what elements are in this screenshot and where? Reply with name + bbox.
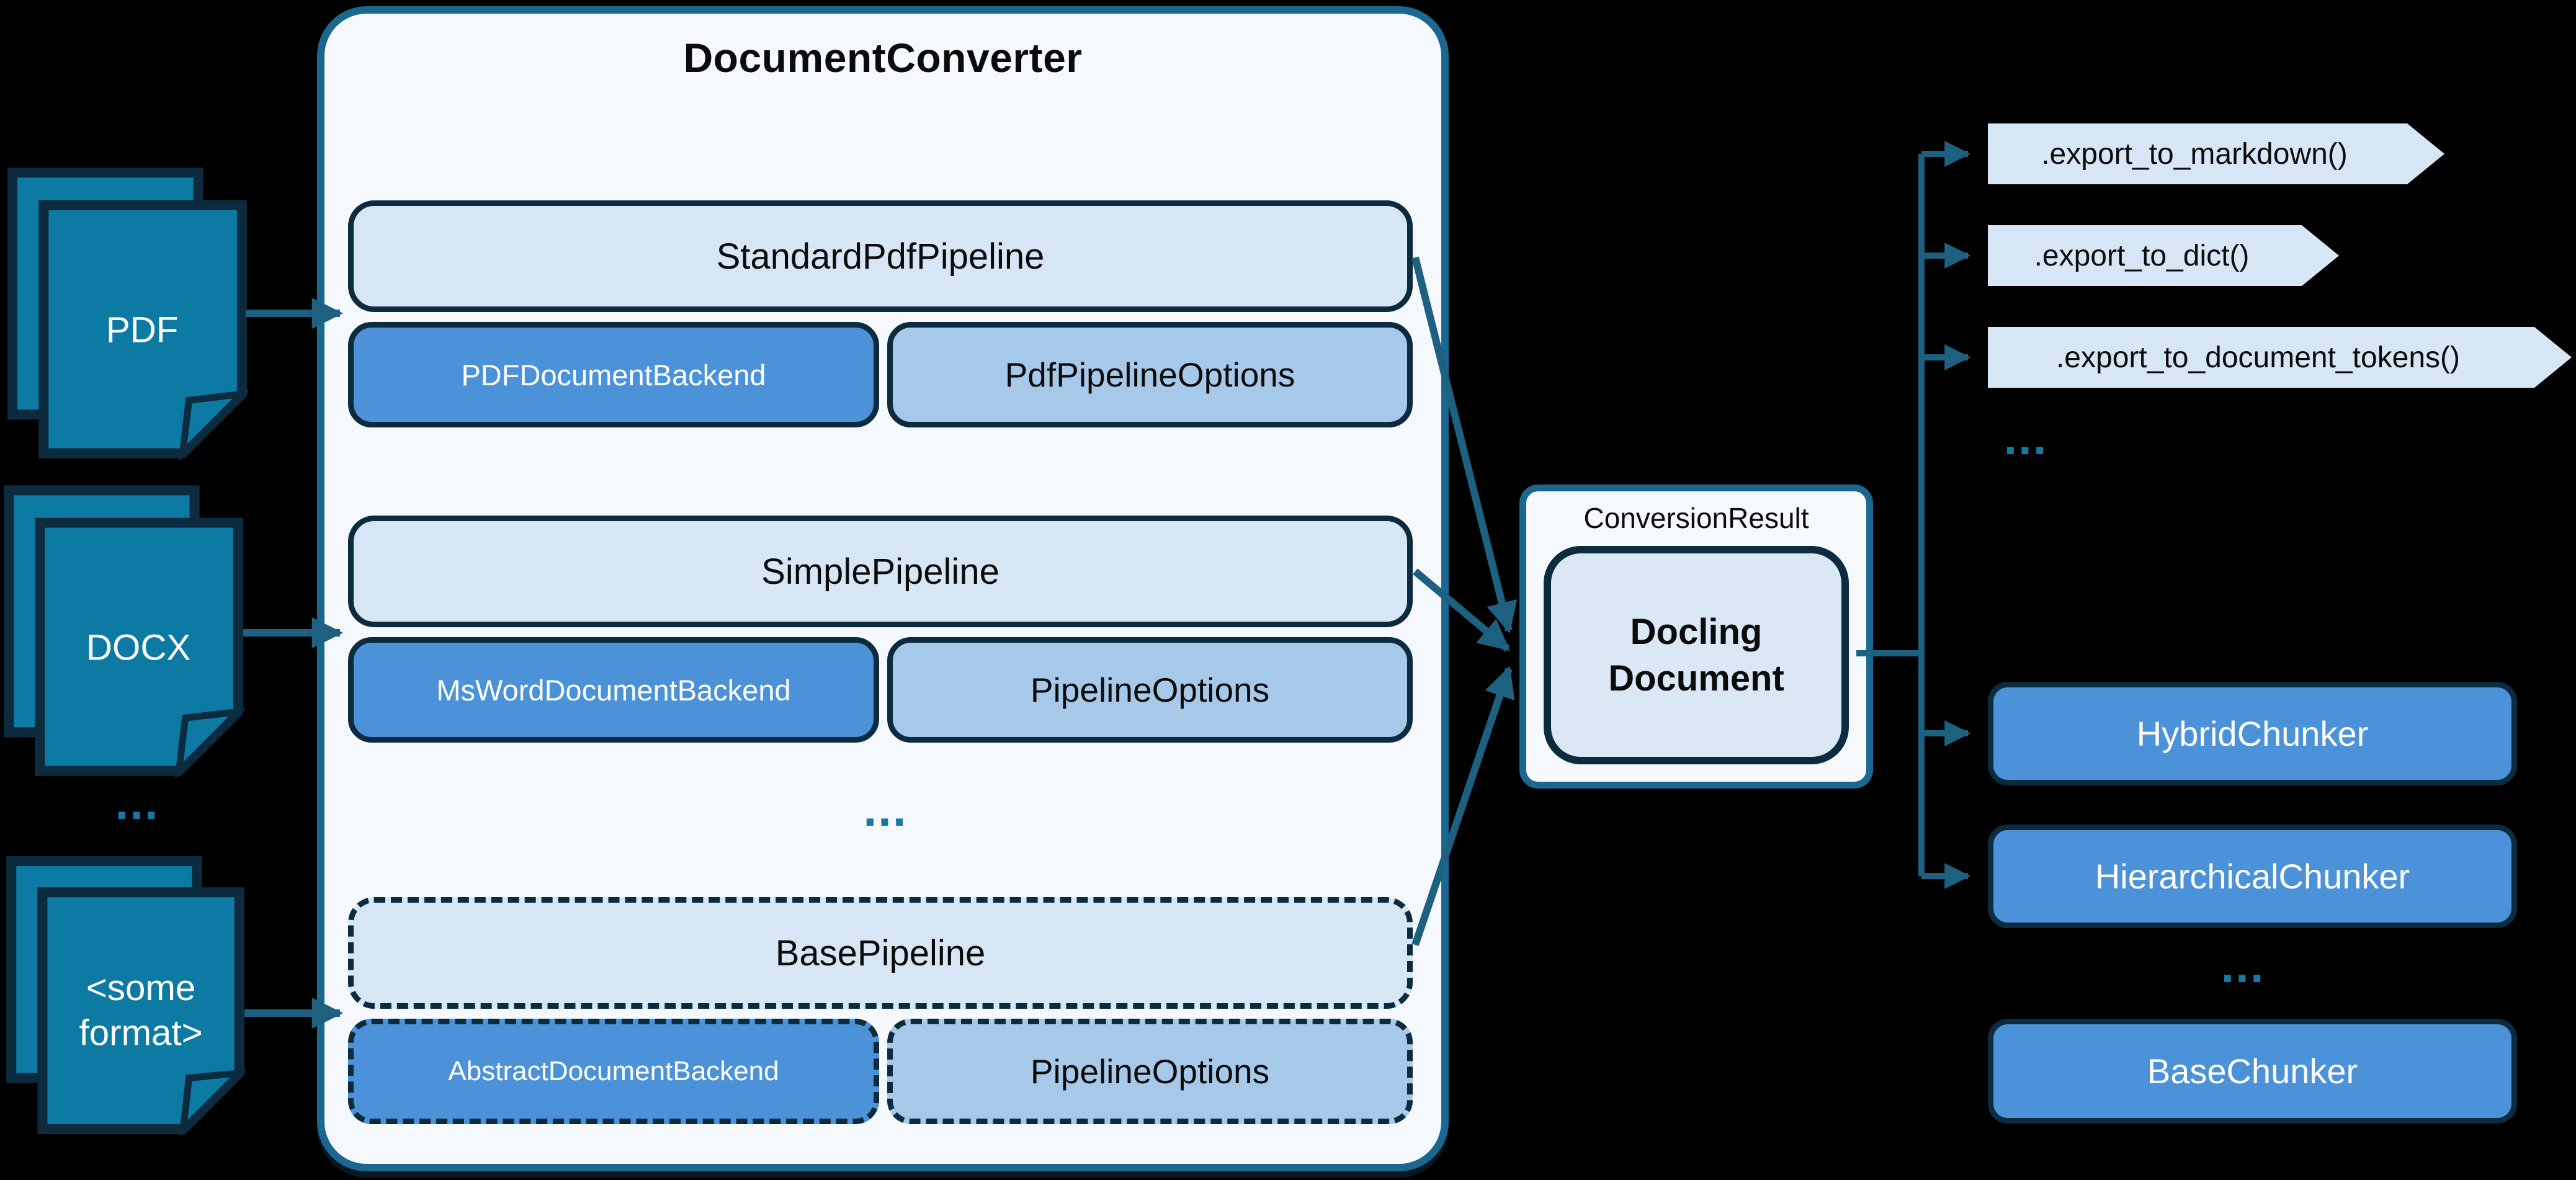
msword-document-backend-box: MsWordDocumentBackend (348, 637, 879, 743)
base-chunker-box: BaseChunker (1988, 1019, 2517, 1124)
base-pipeline-box: BasePipeline (348, 897, 1413, 1009)
hybrid-chunker-box: HybridChunker (1988, 682, 2517, 785)
pdf-fold-corner (178, 390, 248, 460)
docx-document-icon: DOCX (4, 485, 244, 777)
docx-label: DOCX (86, 628, 190, 668)
some-format-label-line1: <some (86, 968, 195, 1008)
some-format-label-line2: format> (79, 1012, 203, 1053)
conversion-result-box: ConversionResult Docling Document (1519, 485, 1873, 789)
docling-document-box: Docling Document (1544, 546, 1849, 764)
export-to-document-tokens-pennant: .export_to_document_tokens() (1988, 327, 2572, 388)
document-converter-title: DocumentConverter (317, 30, 1449, 86)
exports-ellipsis: ... (2003, 410, 2048, 465)
docling-document-line1: Docling (1630, 611, 1763, 652)
some-format-document-icon: <some format> (6, 856, 246, 1135)
export-to-markdown-pennant: .export_to_markdown() (1988, 123, 2444, 184)
docling-document-line2: Document (1608, 658, 1784, 699)
pipeline-options-box: PipelineOptions (887, 637, 1413, 743)
conversion-result-label: ConversionResult (1583, 502, 1809, 534)
hierarchical-chunker-box: HierarchicalChunker (1988, 825, 2517, 928)
some-format-fold-corner (179, 1068, 246, 1135)
document-converter-title-text: DocumentConverter (683, 35, 1083, 81)
pdf-label: PDF (106, 310, 179, 351)
conversion-result-label-row: ConversionResult (1526, 491, 1866, 545)
pdf-pipeline-options-box: PdfPipelineOptions (887, 322, 1413, 427)
standard-pdf-pipeline-box: StandardPdfPipeline (348, 200, 1413, 312)
chunkers-ellipsis: ... (2220, 938, 2265, 993)
pdf-document-backend-box: PDFDocumentBackend (348, 322, 879, 427)
docx-fold-corner (174, 707, 244, 777)
pdf-document-icon: PDF (7, 168, 248, 460)
inputs-ellipsis: ... (115, 775, 159, 829)
base-pipeline-options-box: PipelineOptions (887, 1019, 1413, 1124)
abstract-document-backend-box: AbstractDocumentBackend (348, 1019, 879, 1124)
export-to-dict-pennant: .export_to_dict() (1988, 225, 2339, 286)
simple-pipeline-box: SimplePipeline (348, 516, 1413, 627)
converter-ellipsis: ... (863, 782, 908, 836)
